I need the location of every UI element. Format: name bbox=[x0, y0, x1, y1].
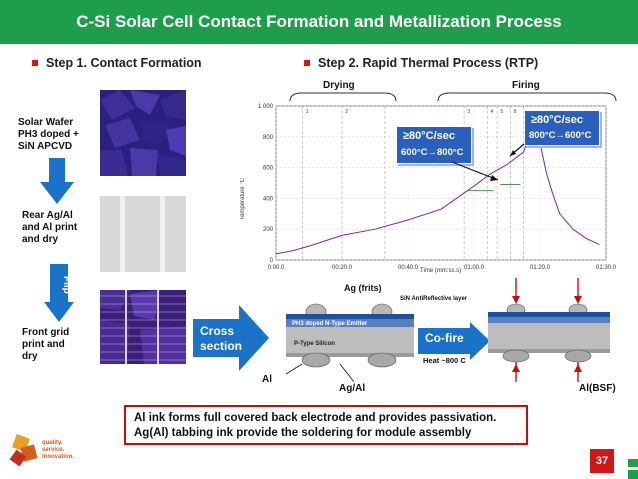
heat-label: Heat ~800 C bbox=[423, 356, 466, 365]
callout-pointers bbox=[451, 143, 525, 181]
down-arrow-icon bbox=[40, 158, 74, 204]
y-tick-label: 800 bbox=[263, 135, 274, 141]
x-tick-label: 01:20.0 bbox=[530, 265, 551, 271]
slide-title: C-Si Solar Cell Contact Formation and Me… bbox=[76, 12, 562, 31]
title-bar bbox=[0, 0, 638, 44]
zone-label: 1 bbox=[306, 109, 309, 115]
wafer-label: Solar Wafer PH3 doped + SiN APCVD bbox=[18, 117, 79, 152]
cell-cross-section-before bbox=[285, 303, 414, 382]
notes-box: Al ink forms full covered back electrode… bbox=[124, 405, 528, 445]
zone-label: 2 bbox=[345, 109, 348, 115]
wafer-rear-print-image bbox=[100, 196, 186, 272]
ag-frits-label: Ag (frits) bbox=[344, 283, 382, 293]
firing-label: Firing bbox=[512, 80, 540, 91]
y-tick-label: 400 bbox=[263, 196, 274, 202]
y-tick-label: 200 bbox=[263, 227, 274, 233]
y-tick-label: 1 000 bbox=[258, 104, 274, 110]
corner-mark bbox=[628, 459, 638, 467]
cofire-label: Co-fire bbox=[425, 331, 464, 345]
x-tick-label: 00:20.0 bbox=[332, 265, 353, 271]
cell-cross-section-after bbox=[488, 278, 610, 382]
note-line: Al ink forms full covered back electrode… bbox=[134, 412, 497, 424]
cool-rate-callout: ≥80°C/sec 800°C→600°C bbox=[524, 110, 600, 146]
step2-heading: Step 2. Rapid Thermal Process (RTP) bbox=[304, 56, 538, 70]
zone-label: 5 bbox=[500, 109, 503, 115]
flip-label: Flip bbox=[61, 276, 72, 294]
y-tick-label: 600 bbox=[263, 166, 274, 172]
al-bsf-label: Al(BSF) bbox=[579, 383, 616, 394]
step1-heading: Step 1. Contact Formation bbox=[32, 56, 202, 70]
cross-section-label: Cross section bbox=[200, 324, 243, 353]
cofire-arrow-icon bbox=[418, 322, 490, 360]
x-tick-label: 01:30.0 bbox=[596, 265, 616, 271]
x-axis-label: Time (mm:ss.s) bbox=[420, 268, 462, 274]
temperature-series bbox=[275, 122, 600, 255]
heat-rate-callout: ≥80°C/sec 600°C→800°C bbox=[396, 126, 472, 164]
zone-label: 6 bbox=[514, 109, 517, 115]
note-line: Ag(Al) tabbing ink provide the soldering… bbox=[134, 427, 472, 439]
ag-al-label: Ag/Al bbox=[339, 383, 366, 394]
front-grid-label: Front grid print and dry bbox=[22, 327, 70, 362]
x-tick-label: 0:00.0 bbox=[268, 265, 285, 271]
zone-label: 3 bbox=[467, 109, 470, 115]
ptype-label: P-Type Silicon bbox=[294, 341, 335, 347]
rear-print-label: Rear Ag/Al and Al print and dry bbox=[22, 210, 78, 245]
zone-brackets bbox=[289, 92, 617, 102]
x-tick-label: 00:40.0 bbox=[398, 265, 419, 271]
sin-layer-label: SiN AntiReflective layer bbox=[400, 296, 468, 302]
bullet-icon bbox=[32, 59, 38, 66]
y-tick-label: 0 bbox=[270, 258, 274, 264]
al-label: Al bbox=[262, 374, 272, 385]
bullet-icon bbox=[304, 59, 310, 66]
company-logo-icon bbox=[9, 434, 38, 467]
page-number-badge: 37 bbox=[590, 449, 614, 473]
wafer-front-grid-image bbox=[100, 290, 186, 364]
y-axis-label: Temperature °C bbox=[240, 177, 246, 220]
corner-mark bbox=[628, 470, 638, 479]
drying-label: Drying bbox=[323, 80, 355, 91]
wafer-textured-image bbox=[100, 90, 186, 176]
x-tick-label: 01:00.0 bbox=[464, 265, 485, 271]
cross-section-arrow-icon bbox=[193, 305, 269, 371]
logo-tagline: quality. service. innovation. bbox=[42, 440, 74, 460]
emitter-label: PH3 doped N-Type Emitter bbox=[292, 321, 368, 327]
flip-arrow-icon bbox=[44, 264, 74, 322]
zone-label: 4 bbox=[491, 109, 494, 115]
